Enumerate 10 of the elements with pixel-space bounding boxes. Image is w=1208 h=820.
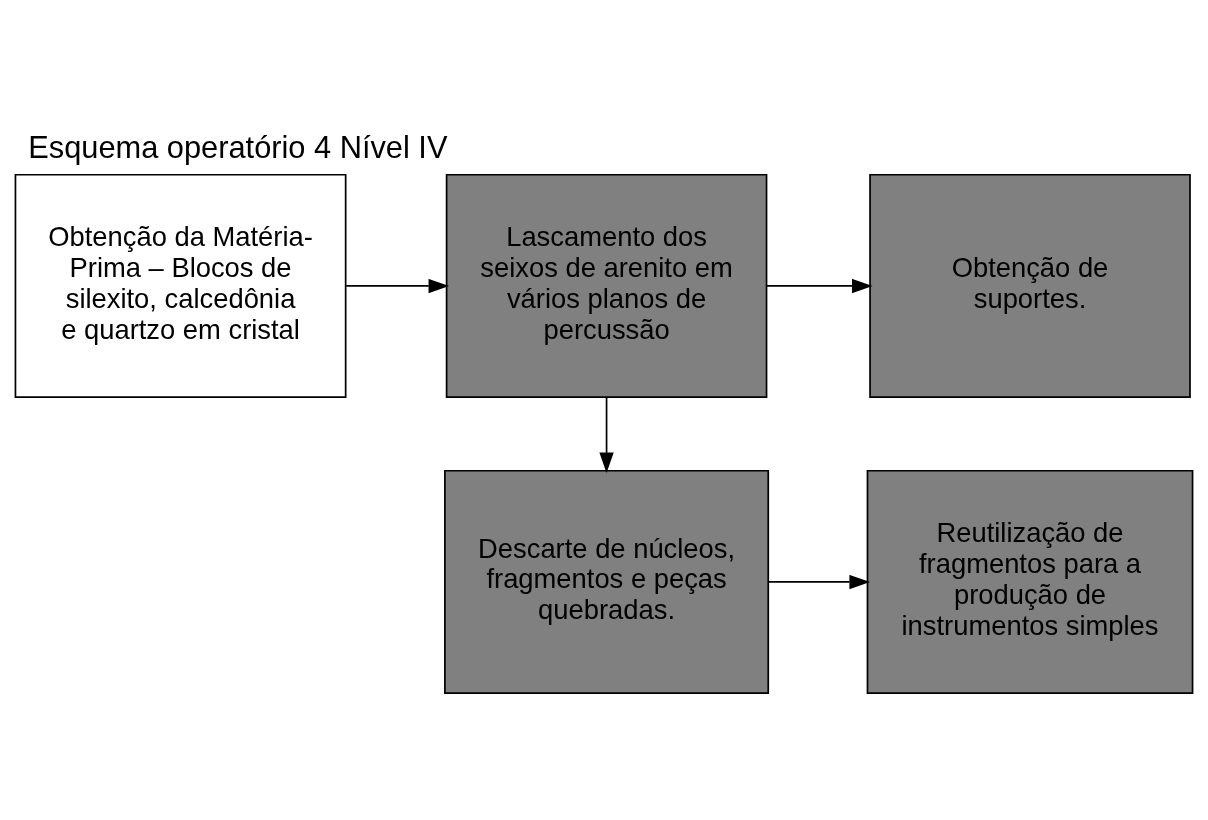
node-box: Descarte de núcleos, fragmentos e peças quebradas. — [444, 469, 770, 694]
arrow — [766, 278, 873, 294]
node-box: Obtenção de suportes. — [869, 173, 1191, 399]
node-box: Lascamento dos seixos de arenito em vários planos de percussão — [445, 173, 768, 399]
arrow — [767, 574, 870, 590]
arrow — [345, 278, 450, 294]
node-box: Obtenção da Matéria-Prima – Blocos de silexito, calcedônia e quartzo em cristal — [14, 173, 347, 399]
node-box: Reutilização de fragmentos para a produção de instrumentos simples — [866, 469, 1194, 694]
diagram-title: Esquema operatório 4 Nível IV — [28, 130, 448, 166]
arrow — [599, 396, 614, 473]
